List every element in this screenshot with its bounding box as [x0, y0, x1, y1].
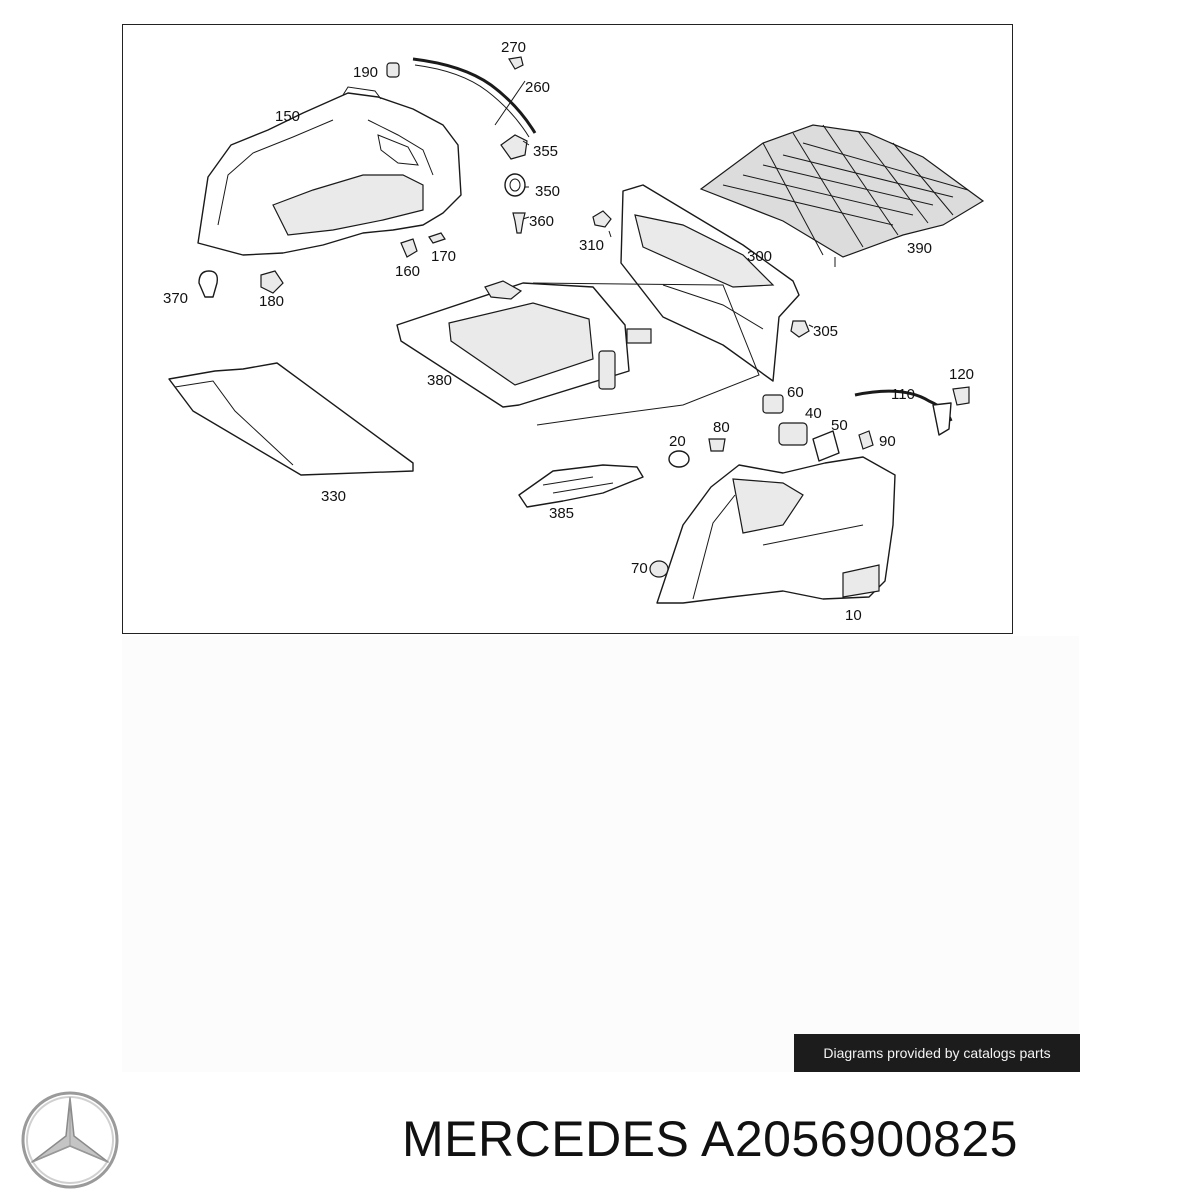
part-370-hook — [198, 270, 219, 298]
callout-355: 355 — [533, 143, 558, 160]
callout-20: 20 — [669, 433, 686, 450]
callout-305: 305 — [813, 323, 838, 340]
callout-350: 350 — [535, 183, 560, 200]
brand-name: MERCEDES — [402, 1111, 690, 1167]
part-270-clip — [508, 56, 524, 70]
callout-330: 330 — [321, 488, 346, 505]
part-160-clip — [400, 238, 418, 258]
part-90-clip — [858, 430, 874, 450]
callout-110: 110 — [891, 386, 915, 403]
part-40-bracket — [778, 422, 808, 446]
callout-310: 310 — [579, 237, 604, 254]
part-80-clip — [708, 438, 726, 452]
callout-90: 90 — [879, 433, 896, 450]
callout-70: 70 — [631, 560, 648, 577]
part-380-cargo-cover — [396, 280, 630, 408]
part-20-button — [668, 450, 690, 468]
callout-300: 300 — [747, 248, 772, 265]
part-355-cover — [500, 134, 528, 160]
background-panel — [122, 636, 1079, 1072]
callout-40: 40 — [805, 405, 822, 422]
mercedes-star-icon — [21, 1091, 119, 1189]
part-390-cargo-net — [699, 124, 985, 267]
callout-380: 380 — [427, 372, 452, 389]
callout-180: 180 — [259, 293, 284, 310]
callout-270: 270 — [501, 39, 526, 56]
callout-385: 385 — [549, 505, 574, 522]
callout-80: 80 — [713, 419, 730, 436]
part-350-lash-eye — [504, 173, 526, 197]
callout-170: 170 — [431, 248, 456, 265]
part-150-side-trim — [197, 86, 462, 256]
part-300-sill-trim — [620, 184, 800, 382]
part-305-clip — [790, 320, 810, 338]
part-70-clip — [649, 560, 669, 578]
callout-120: 120 — [949, 366, 974, 383]
part-number: A2056900825 — [701, 1111, 1018, 1167]
part-120-clip — [952, 386, 970, 406]
callout-370: 370 — [163, 290, 188, 307]
floor-tag — [626, 328, 652, 344]
part-title: MERCEDES A2056900825 — [402, 1110, 1018, 1168]
callout-190: 190 — [353, 64, 378, 81]
part-310-clip — [592, 210, 612, 228]
part-170-clip — [428, 232, 446, 244]
callout-360: 360 — [529, 213, 554, 230]
callout-50: 50 — [831, 417, 848, 434]
exploded-view-drawing: 270 190 260 150 355 350 360 310 300 390 … — [163, 39, 985, 624]
callout-390: 390 — [907, 240, 932, 257]
part-50-frame — [812, 430, 840, 462]
part-330-floor-panel — [168, 362, 414, 476]
part-180-disc — [260, 270, 284, 294]
callout-260: 260 — [525, 79, 550, 96]
trunk-floor-outline — [532, 282, 760, 426]
parts-diagram: 270 190 260 150 355 350 360 310 300 390 … — [122, 24, 1013, 634]
part-360-screw — [512, 212, 526, 234]
callout-160: 160 — [395, 263, 420, 280]
part-60-clip — [762, 394, 784, 414]
leader-lines — [494, 80, 814, 328]
callout-150: 150 — [275, 108, 300, 125]
part-190-clip — [386, 62, 400, 78]
part-10-side-trim — [656, 456, 896, 604]
part-385-bracket — [518, 464, 644, 508]
diagram-credit-badge: Diagrams provided by catalogs parts — [794, 1034, 1080, 1072]
callout-60: 60 — [787, 384, 804, 401]
part-260-trim-strip — [412, 57, 537, 134]
callout-10: 10 — [845, 607, 862, 624]
